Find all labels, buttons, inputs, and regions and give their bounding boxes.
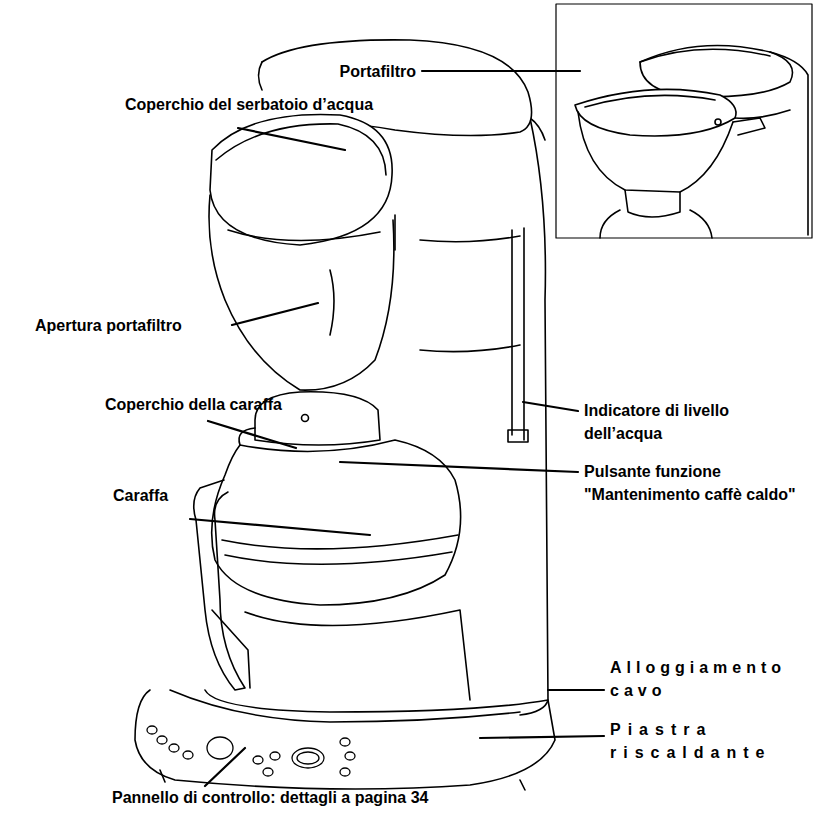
part-label: Alloggiamento cavo <box>610 656 815 702</box>
part-label: Piastra riscaldante <box>610 718 815 764</box>
part-label: Portafiltro <box>340 60 416 83</box>
part-label: Coperchio del serbatoio d’acqua <box>125 93 373 116</box>
water-level-gauge <box>508 228 528 442</box>
filter-compartment <box>209 114 394 390</box>
part-label: Caraffa <box>113 484 168 507</box>
part-label: Coperchio della caraffa <box>105 393 282 416</box>
coffee-maker-housing <box>390 118 548 715</box>
part-label: Indicatore di livello dell’acqua <box>584 399 809 445</box>
part-label: Apertura portafiltro <box>35 314 182 337</box>
carafe <box>194 392 461 690</box>
inset-filter-holder <box>575 45 808 238</box>
part-label: Pulsante funzione "Mantenimento caffè ca… <box>584 460 812 506</box>
leader-lines <box>190 71 604 786</box>
control-panel-buttons <box>147 726 355 776</box>
part-label: Pannello di controllo: dettagli a pagina… <box>112 786 428 809</box>
heating-plate-base <box>135 610 555 790</box>
inset-frame <box>556 4 812 238</box>
reservoir-lid-edge <box>259 62 263 90</box>
